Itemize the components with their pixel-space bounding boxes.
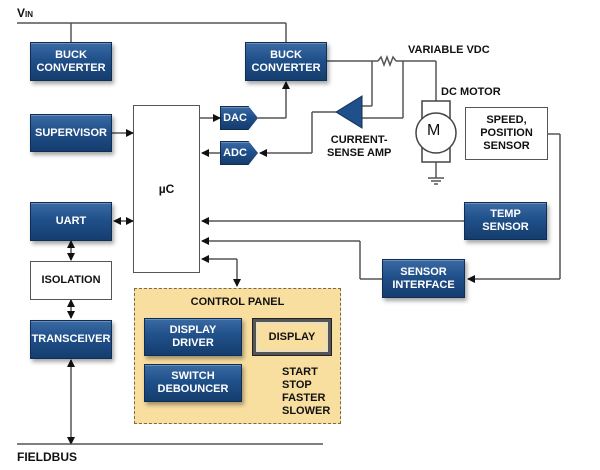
- switch-faster[interactable]: FASTER: [282, 392, 326, 404]
- switch-list: START STOP FASTER SLOWER: [282, 366, 330, 418]
- uart-block[interactable]: UART: [30, 202, 112, 241]
- display-block[interactable]: DISPLAY: [253, 319, 331, 355]
- motor-symbol: M: [427, 122, 441, 139]
- current-sense-amp-triangle: [335, 95, 363, 129]
- dc-motor-label: DC MOTOR: [441, 86, 501, 98]
- switch-slower[interactable]: SLOWER: [282, 405, 331, 417]
- variable-vdc-label: VARIABLE VDC: [408, 44, 490, 56]
- current-sense-amp-label: CURRENT-SENSE AMP: [327, 134, 392, 159]
- switch-stop[interactable]: STOP: [282, 379, 312, 391]
- supervisor-block[interactable]: SUPERVISOR: [30, 114, 112, 152]
- transceiver-block[interactable]: TRANSCEIVER: [30, 320, 112, 359]
- shunt-resistor: [377, 54, 397, 68]
- vin-label: VIN: [17, 6, 34, 20]
- motor-circle: [415, 112, 457, 154]
- isolation-block[interactable]: ISOLATION: [30, 261, 112, 300]
- control-panel-title: CONTROL PANEL: [190, 296, 285, 308]
- switch-start[interactable]: START: [282, 366, 318, 378]
- fieldbus-label: FIELDBUS: [17, 450, 77, 464]
- microcontroller-block[interactable]: µC: [133, 105, 200, 273]
